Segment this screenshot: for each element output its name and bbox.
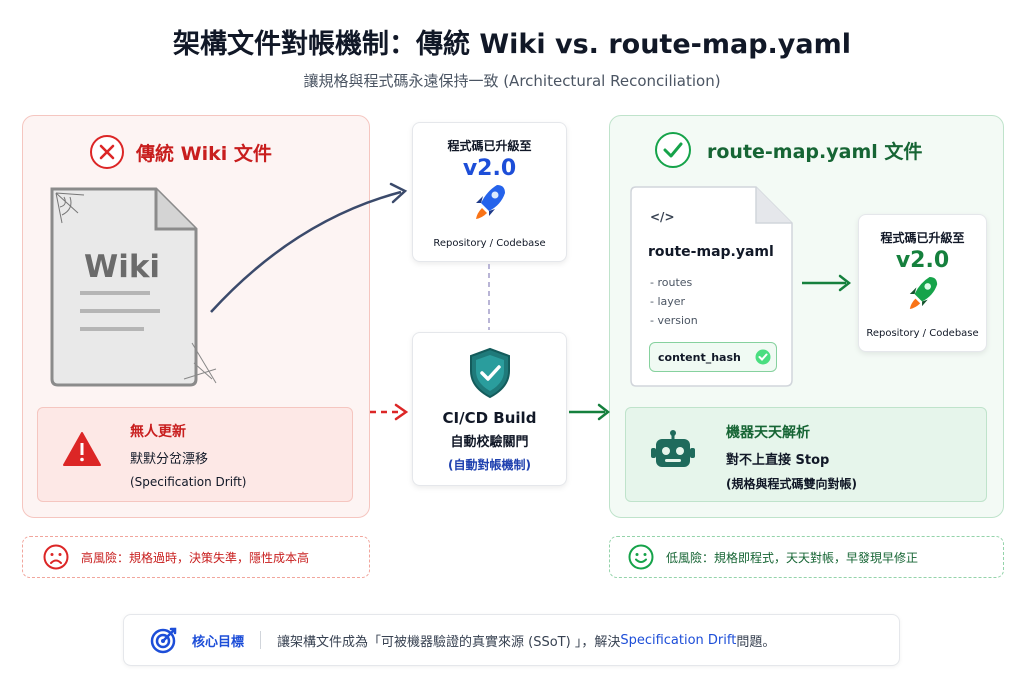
low-risk-banner: 低風險：規格即程式，天天對帳，早發現早修正	[609, 536, 1004, 578]
low-risk-text: 低風險：規格即程式，天天對帳，早發現早修正	[666, 550, 919, 565]
hash-check-icon	[755, 349, 771, 365]
yaml-file-icon	[630, 186, 793, 387]
goal-divider	[260, 631, 262, 649]
warning-title: 無人更新	[130, 424, 186, 440]
yaml-filename: route-map.yaml	[648, 244, 774, 260]
legacy-heading: 傳統 Wiki 文件	[90, 135, 272, 169]
yaml-item-routes: - routes	[650, 276, 693, 289]
dashed-arrow	[370, 403, 409, 421]
content-hash-badge: content_hash	[649, 342, 777, 372]
high-risk-banner: 高風險：規格過時，決策失準，隱性成本高	[22, 536, 370, 578]
route-map-yaml-document: </> route-map.yaml - routes - layer - ve…	[630, 186, 793, 387]
ci-build-title: CI/CD Build	[442, 409, 537, 427]
core-goal-bar: 核心目標 讓架構文件成為「可被機器驗證的真實來源 (SSoT) 」，解決 Spe…	[123, 614, 900, 666]
check-icon	[655, 132, 691, 168]
bot-line1: 對不上直接 Stop	[726, 453, 830, 468]
codebase-version: v2.0	[462, 156, 517, 181]
robot-icon	[651, 430, 695, 467]
bot-line2: (規格與程式碼雙向對帳)	[726, 477, 857, 491]
codebase-card: 程式碼已升級至 v2.0 Repository / Codebase	[412, 122, 567, 262]
ci-build-card: CI/CD Build 自動校驗關門 (自動對帳機制)	[412, 332, 567, 486]
rocket-icon-green	[909, 277, 937, 309]
legacy-heading-text: 傳統 Wiki 文件	[136, 142, 272, 165]
codebase-upgrade-text-right: 程式碼已升級至	[880, 231, 965, 245]
warning-line2: (Specification Drift)	[130, 475, 247, 489]
sad-face-icon	[43, 544, 69, 570]
warning-line1: 默默分岔漂移	[130, 452, 209, 467]
codebase-card-right: 程式碼已升級至 v2.0 Repository / Codebase	[858, 214, 987, 352]
drift-warning-box: 無人更新 默默分岔漂移 (Specification Drift)	[37, 407, 353, 502]
codebase-upgrade-text: 程式碼已升級至	[447, 139, 532, 153]
codebase-repo-label: Repository / Codebase	[433, 238, 546, 249]
wiki-doc-label: Wiki	[84, 249, 160, 285]
code-icon: </>	[650, 210, 675, 224]
warning-icon	[63, 432, 101, 466]
page-subtitle: 讓規格與程式碼永遠保持一致 (Architectural Reconciliat…	[303, 72, 721, 90]
shield-check-icon	[469, 347, 510, 399]
core-goal-tail: 問題。	[736, 634, 776, 650]
cross-icon	[90, 135, 124, 169]
route-map-heading: route-map.yaml 文件	[655, 132, 922, 168]
upgrade-arrow	[210, 182, 408, 313]
pass-arrow	[569, 403, 611, 421]
sync-arrow	[802, 274, 852, 292]
content-hash-label: content_hash	[658, 350, 741, 364]
route-map-heading-text: route-map.yaml 文件	[707, 140, 923, 163]
core-goal-text: 讓架構文件成為「可被機器驗證的真實來源 (SSoT) 」，解決	[277, 634, 621, 650]
dashed-connector	[488, 264, 490, 330]
codebase-version-right: v2.0	[895, 248, 950, 273]
happy-face-icon	[628, 544, 654, 570]
codebase-repo-label-right: Repository / Codebase	[866, 328, 979, 339]
yaml-item-layer: - layer	[650, 295, 686, 308]
yaml-item-version: - version	[650, 314, 698, 327]
ci-build-gate: 自動校驗關門	[450, 435, 529, 450]
wiki-document-icon: Wiki	[50, 187, 217, 387]
rocket-icon	[475, 185, 505, 219]
bot-title: 機器天天解析	[726, 425, 810, 441]
ci-build-mechanism: (自動對帳機制)	[448, 458, 531, 472]
machine-parse-box: 機器天天解析 對不上直接 Stop (規格與程式碼雙向對帳)	[625, 407, 987, 502]
target-icon	[150, 627, 177, 654]
core-goal-emphasis: Specification Drift	[620, 632, 737, 648]
high-risk-text: 高風險：規格過時，決策失準，隱性成本高	[81, 550, 310, 565]
page-title: 架構文件對帳機制：傳統 Wiki vs. route-map.yaml	[172, 29, 852, 60]
core-goal-label: 核心目標	[192, 634, 245, 650]
